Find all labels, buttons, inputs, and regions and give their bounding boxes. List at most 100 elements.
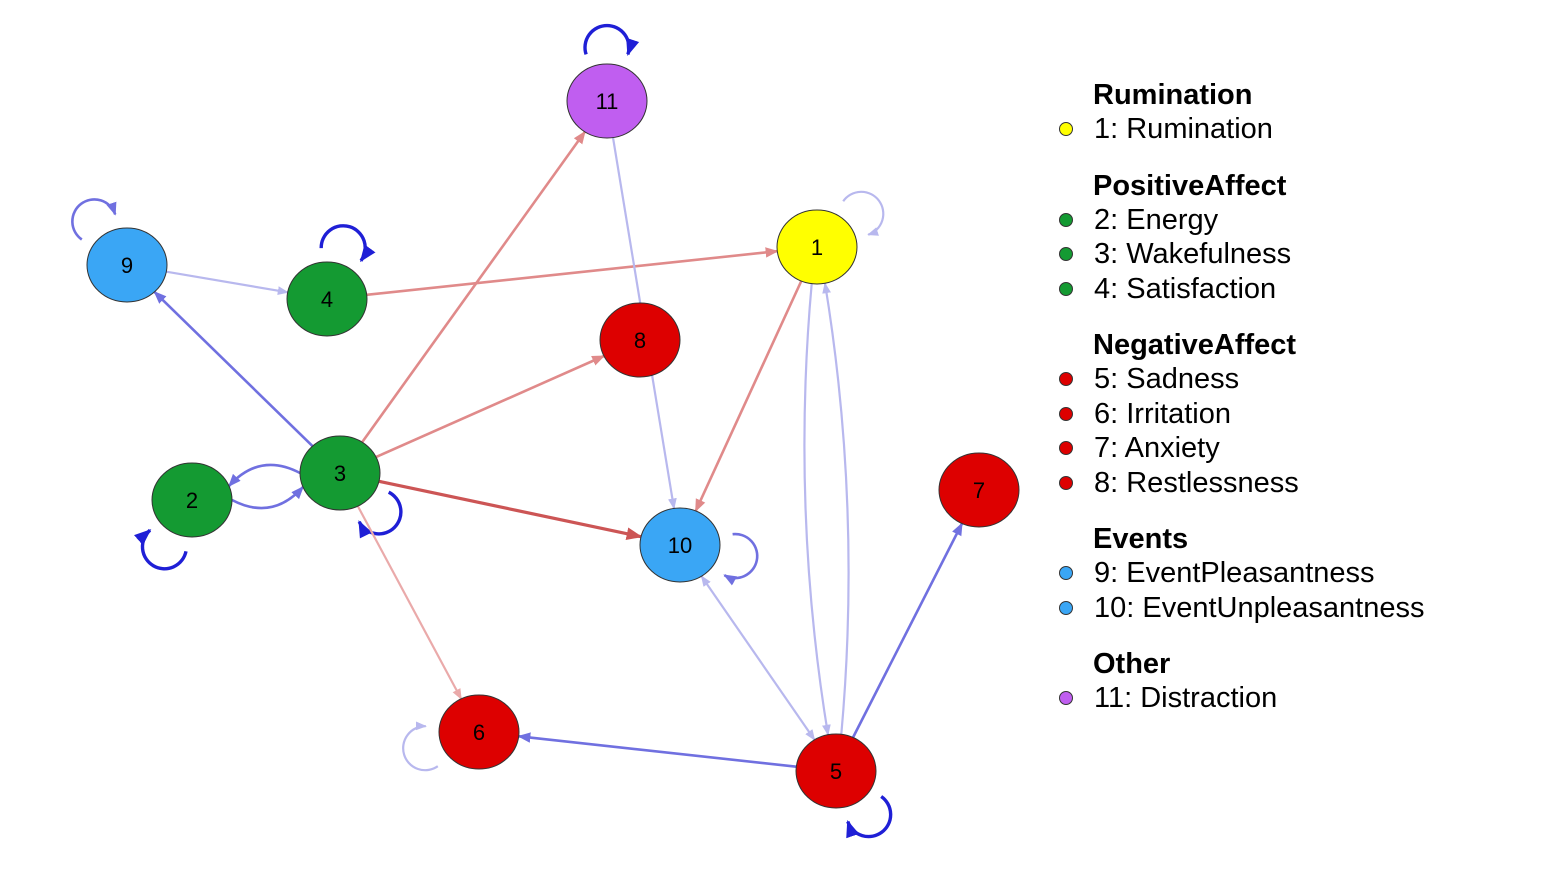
legend-item: 3: Wakefulness bbox=[1055, 237, 1535, 272]
legend-group-title: PositiveAffect bbox=[1093, 169, 1287, 202]
self-loop-2 bbox=[134, 528, 188, 571]
legend-item: 9: EventPleasantness bbox=[1055, 556, 1535, 591]
legend-dot-icon bbox=[1059, 247, 1073, 262]
node-7: 7 bbox=[938, 452, 1020, 528]
edges bbox=[153, 130, 964, 768]
node-9-circle bbox=[86, 227, 168, 303]
legend-item-label: 9: EventPleasantness bbox=[1094, 557, 1375, 589]
edge-3-to-10 bbox=[378, 479, 643, 540]
legend-item-label: 7: Anxiety bbox=[1094, 432, 1220, 464]
node-6-label: 6 bbox=[473, 720, 485, 745]
node-6: 6 bbox=[438, 694, 520, 770]
edge-2-to-3 bbox=[231, 486, 304, 510]
edge-1-to-5 bbox=[803, 283, 831, 736]
node-5-circle bbox=[795, 733, 877, 809]
legend-dot-icon bbox=[1059, 281, 1073, 296]
edge-3-to-2 bbox=[228, 463, 301, 487]
edge-5-to-1 bbox=[822, 282, 850, 735]
node-2-circle bbox=[151, 462, 233, 538]
legend-item-label: 10: EventUnpleasantness bbox=[1094, 591, 1425, 624]
self-loop-10 bbox=[723, 532, 759, 586]
legend-item: 1: Rumination bbox=[1055, 112, 1535, 147]
node-8: 8 bbox=[599, 302, 681, 378]
legend-item: 7: Anxiety bbox=[1055, 431, 1535, 466]
node-9: 9 bbox=[86, 227, 168, 303]
node-4: 4 bbox=[286, 261, 368, 337]
node-7-label: 7 bbox=[973, 478, 985, 503]
legend-dot-icon bbox=[1059, 372, 1073, 387]
edge-5-to-7 bbox=[851, 522, 964, 739]
edge-3-to-6 bbox=[356, 505, 463, 700]
legend-item: 2: Energy bbox=[1055, 203, 1535, 238]
legend-dot-icon bbox=[1059, 406, 1073, 421]
node-3-circle bbox=[299, 435, 381, 511]
node-2: 2 bbox=[151, 462, 233, 538]
self-loop-11 bbox=[583, 23, 640, 57]
self-loop-4 bbox=[319, 224, 376, 263]
node-10-label: 10 bbox=[668, 533, 692, 558]
legend-dot-icon bbox=[1059, 441, 1073, 456]
node-9-label: 9 bbox=[121, 253, 133, 278]
node-4-label: 4 bbox=[321, 287, 333, 312]
node-11-label: 11 bbox=[596, 89, 619, 114]
self-loop-6 bbox=[402, 721, 439, 772]
self-loops bbox=[71, 23, 893, 839]
legend-item-label: 11: Distraction bbox=[1094, 682, 1278, 714]
node-5-label: 5 bbox=[830, 759, 842, 784]
node-7-circle bbox=[938, 452, 1020, 528]
legend-group-title: Rumination bbox=[1093, 79, 1253, 111]
node-4-circle bbox=[286, 261, 368, 337]
legend-dot-icon bbox=[1059, 122, 1073, 137]
legend-item-label: 6: Irritation bbox=[1094, 397, 1231, 430]
legend-group-title: NegativeAffect bbox=[1093, 329, 1297, 361]
node-8-label: 8 bbox=[634, 328, 646, 353]
node-1-circle bbox=[776, 209, 858, 285]
edge-3-to-8 bbox=[375, 354, 606, 459]
legend-item: 8: Restlessness bbox=[1055, 466, 1535, 501]
legend-item: 5: Sadness bbox=[1055, 362, 1535, 397]
self-loop-9 bbox=[71, 198, 117, 241]
legend-item: 4: Satisfaction bbox=[1055, 272, 1535, 307]
legend-item-label: 5: Sadness bbox=[1094, 363, 1240, 395]
legend-item: 11: Distraction bbox=[1055, 681, 1535, 716]
node-5: 5 bbox=[795, 733, 877, 809]
legend-item: 10: EventUnpleasantness bbox=[1055, 591, 1535, 626]
network-diagram: 1 2 3 4 5 6 7 8 9 10 11 bbox=[71, 23, 1020, 839]
node-8-circle bbox=[599, 302, 681, 378]
node-6-circle bbox=[438, 694, 520, 770]
legend-item-label: 1: Rumination bbox=[1094, 113, 1273, 145]
node-3-label: 3 bbox=[334, 461, 346, 486]
self-loop-1 bbox=[842, 190, 885, 236]
legend-item-label: 2: Energy bbox=[1094, 203, 1219, 236]
node-10-circle bbox=[639, 507, 721, 583]
edge-4-to-1 bbox=[366, 247, 779, 297]
edge-1-to-10 bbox=[694, 280, 803, 513]
node-11-circle bbox=[566, 63, 648, 139]
edge-10-to-5 bbox=[700, 575, 816, 741]
legend-dot-icon bbox=[1059, 600, 1073, 615]
edge-3-to-11 bbox=[361, 130, 586, 443]
legend-item: 6: Irritation bbox=[1055, 397, 1535, 432]
self-loop-5 bbox=[846, 795, 893, 839]
node-3: 3 bbox=[299, 435, 381, 511]
node-1-label: 1 bbox=[811, 235, 823, 260]
node-1: 1 bbox=[776, 209, 858, 285]
legend-item-label: 8: Restlessness bbox=[1094, 466, 1299, 499]
legend-dot-icon bbox=[1059, 566, 1073, 581]
legend-group-title: Events bbox=[1093, 523, 1189, 555]
edge-3-to-9 bbox=[153, 290, 314, 448]
legend-dot-icon bbox=[1059, 691, 1073, 706]
legend-item-label: 3: Wakefulness bbox=[1094, 238, 1292, 270]
node-11: 11 bbox=[566, 63, 648, 139]
legend-item-label: 4: Satisfaction bbox=[1094, 272, 1277, 305]
node-2-label: 2 bbox=[186, 488, 198, 513]
node-10: 10 bbox=[639, 507, 721, 583]
legend-dot-icon bbox=[1059, 475, 1073, 490]
edge-9-to-4 bbox=[166, 270, 289, 295]
nodes: 1 2 3 4 5 6 7 8 9 10 11 bbox=[86, 63, 1020, 809]
